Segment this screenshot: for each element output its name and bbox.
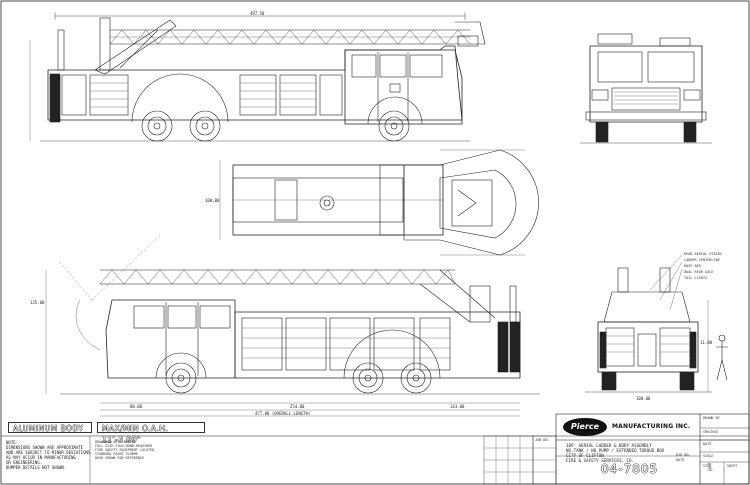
- dim-plan-width: 100.00: [205, 198, 220, 203]
- spec-note: STANDARD PAINT SCHEME: [95, 452, 138, 456]
- rear-callout-5: TAIL LIGHTS: [684, 276, 708, 280]
- label-size: SIZE: [703, 464, 712, 468]
- label-scale: SCALE: [703, 454, 714, 458]
- dim-side-rear: 143.00: [450, 404, 465, 409]
- dim-side-wheelbase: 254.00: [290, 404, 305, 409]
- label-job: JOB NO.: [535, 438, 550, 442]
- notes-heading: NOTE:: [6, 440, 19, 445]
- description-line: CITY OF CLIFTON: [566, 453, 604, 458]
- title-description: 105' AERIAL LADDER & BODY ASSEMBLY NO TA…: [566, 443, 664, 463]
- notes-block: NOTE: DIMENSIONS SHOWN ARE APPROXIMATE A…: [6, 440, 90, 470]
- rear-view: [585, 254, 728, 393]
- spec-note: DRAWINGS WITH AERIAL: [95, 440, 136, 444]
- side-view-top: [29, 12, 486, 142]
- notes-line: BUMPER DETAILS NOT SHOWN.: [6, 465, 67, 470]
- rear-callout-2: LADDER CENTERLINE: [684, 258, 720, 262]
- spec-note: FIRE SAFETY EQUIPMENT LOCATED: [95, 448, 155, 452]
- description-line: FIRE & SAFETY SERVICES, CO.: [566, 458, 635, 463]
- dim-side-front: 80.00: [130, 404, 143, 409]
- spec-note: FULL SIZE FOLD-DOWN REQUIRED: [95, 444, 153, 448]
- spec-notes: DRAWINGS WITH AERIAL FULL SIZE FOLD-DOWN…: [95, 440, 154, 460]
- description-line: 105' AERIAL LADDER & BODY ASSEMBLY: [566, 443, 652, 448]
- notes-line: DIMENSIONS SHOWN ARE APPROXIMATE: [6, 445, 84, 450]
- notes-line: OR ENGINEERING.: [6, 460, 43, 465]
- side-view-bottom: [45, 234, 540, 417]
- label-date: DATE: [703, 442, 712, 446]
- dim-ladder-height: 135.00: [30, 300, 45, 305]
- dim-rear-width: 100.00: [636, 396, 651, 401]
- company-logo: Pierce: [563, 418, 607, 436]
- notes-line: AS MAY OCCUR IN MANUFACTURING: [6, 455, 76, 460]
- rear-callout-4: DUAL REAR AXLE: [684, 270, 714, 274]
- description-line: NO TANK / NO PUMP / EXTENDED TORQUE BOX: [566, 448, 665, 453]
- rear-callout-3: HOSE BED: [684, 264, 701, 268]
- label-checked: CHECKED: [703, 430, 718, 434]
- label-sheet: SHEET: [727, 464, 738, 468]
- spec-note: DASH SHOWN FOR REFERENCE: [95, 456, 144, 460]
- notes-line: AND ARE SUBJECT TO MINOR DEVIATIONS: [6, 450, 91, 455]
- front-view: [580, 33, 712, 144]
- customer-meta: DATE: [676, 458, 685, 462]
- sheet-number: 1: [707, 463, 713, 473]
- dim-side-top-length: 497.50: [250, 11, 265, 16]
- dim-ground-clearance: 11.00: [700, 340, 713, 345]
- drawing-number: 04-7805: [601, 462, 659, 476]
- company-name: MANUFACTURING INC.: [612, 423, 691, 430]
- title-block: [1, 413, 750, 485]
- customer-meta: BID NO.: [676, 453, 691, 457]
- label-drawn: DRAWN BY: [703, 416, 720, 420]
- height-note: MAX/MIN O.A.H. 11'-3.00": [97, 422, 205, 444]
- dim-side-overall: 477.00 (OVERALL LENGTH): [255, 411, 311, 416]
- body-note: ALUMINUM BODY: [8, 422, 92, 433]
- plan-view: [219, 149, 539, 256]
- rear-callout-1: REAR AERIAL STAIRS: [684, 252, 722, 256]
